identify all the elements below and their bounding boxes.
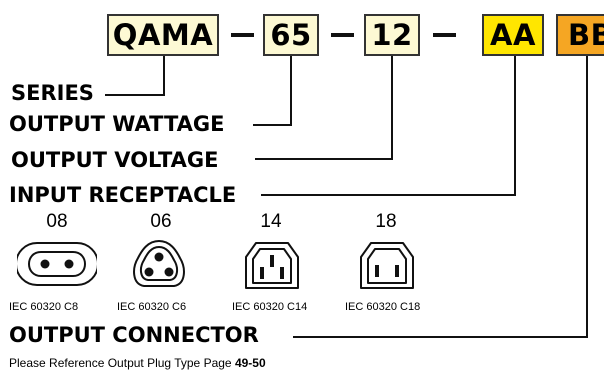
input-connector-line — [261, 194, 516, 196]
wattage-connector-line — [253, 124, 292, 126]
c14-receptacle-icon — [245, 242, 299, 289]
c8-receptacle-icon — [17, 242, 97, 286]
separator-dash — [331, 33, 354, 37]
receptacle-code: 14 — [260, 211, 282, 232]
receptacle-standard: IEC 60320 C8 — [9, 301, 79, 313]
output-connector-line — [586, 56, 588, 338]
output-voltage-label: OUTPUT VOLTAGE — [11, 148, 219, 172]
input-connector-line — [514, 56, 516, 196]
separator-dash — [433, 33, 456, 37]
output-wattage-label: OUTPUT WATTAGE — [9, 112, 225, 136]
voltage-connector-line — [391, 56, 393, 160]
reference-note-pages: 49-50 — [234, 356, 266, 370]
series-connector-line — [105, 94, 165, 96]
input-receptacle-label: INPUT RECEPTACLE — [9, 183, 237, 207]
series-label: SERIES — [11, 81, 94, 105]
series-box: QAMA — [107, 14, 219, 56]
series-connector-line — [163, 56, 165, 96]
output-connector-line — [293, 336, 588, 338]
wattage-box: 65 — [263, 14, 319, 56]
input-code-box: AA — [482, 14, 544, 56]
output-connector-label: OUTPUT CONNECTOR — [9, 323, 259, 347]
receptacle-code: 06 — [150, 211, 172, 232]
c6-receptacle-icon — [133, 239, 185, 287]
receptacle-standard: IEC 60320 C6 — [117, 301, 187, 313]
reference-note: Please Reference Output Plug Type Page 4… — [9, 356, 266, 370]
receptacle-code: 18 — [375, 211, 397, 232]
separator-dash — [231, 33, 254, 37]
wattage-connector-line — [290, 56, 292, 126]
receptacle-standard: IEC 60320 C14 — [232, 301, 308, 313]
voltage-box: 12 — [364, 14, 420, 56]
receptacle-code: 08 — [46, 211, 68, 232]
output-code-box: BB — [556, 14, 604, 56]
receptacle-standard: IEC 60320 C18 — [345, 301, 421, 313]
c18-receptacle-icon — [360, 242, 414, 289]
reference-note-text: Please Reference Output Plug Type Page — [9, 356, 232, 370]
voltage-connector-line — [255, 158, 393, 160]
